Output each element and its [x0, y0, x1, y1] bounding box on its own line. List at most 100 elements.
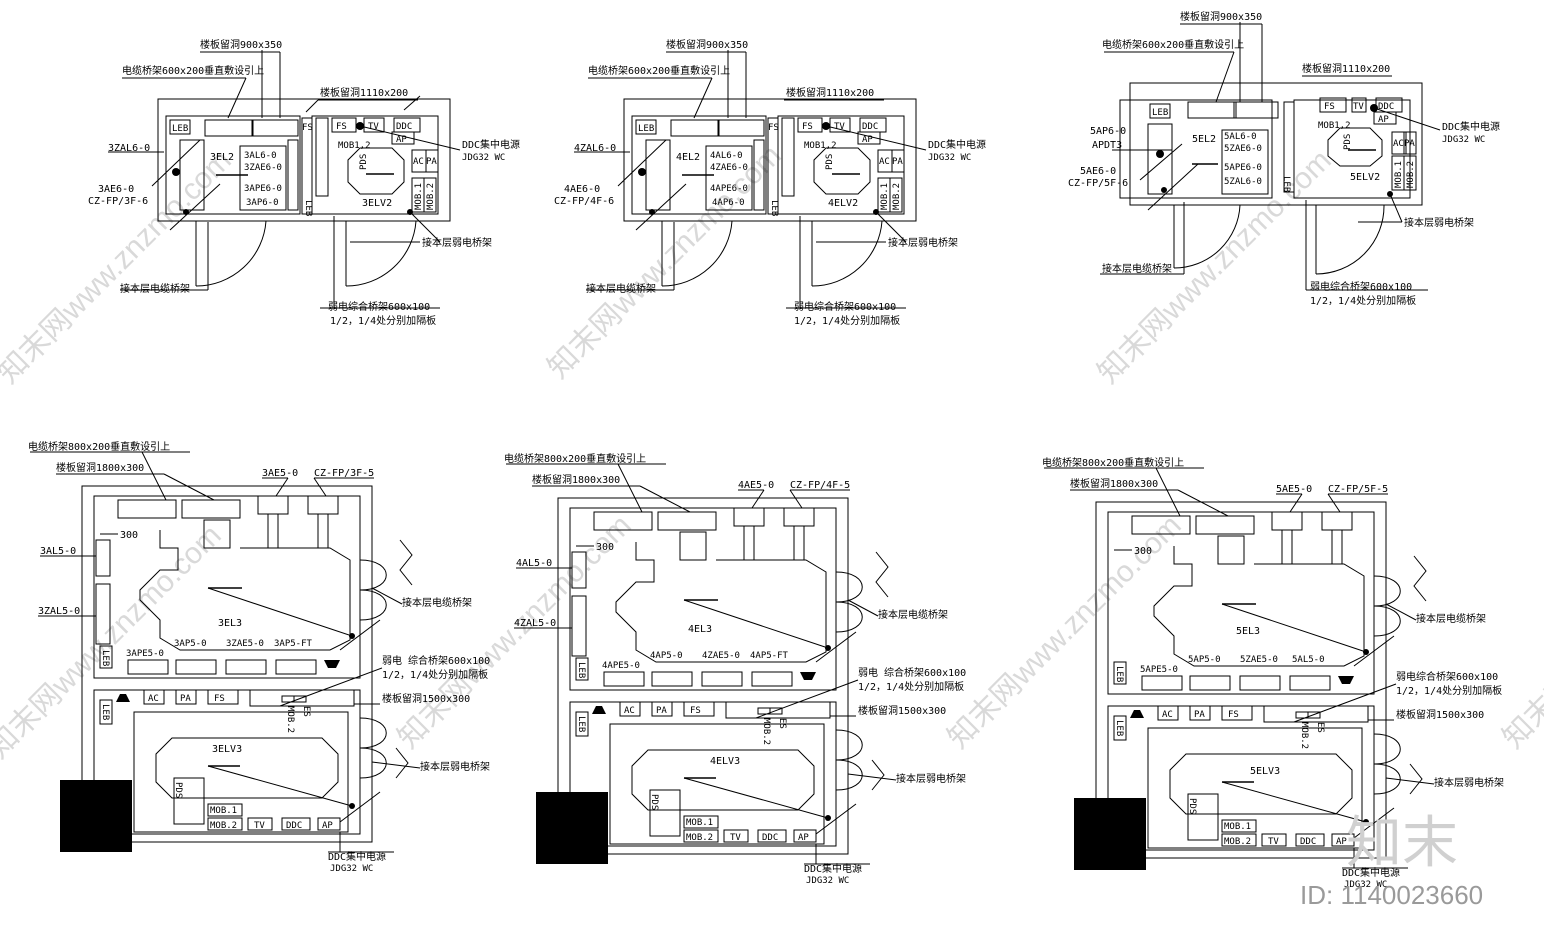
leader [1385, 603, 1417, 621]
slab-hole-weak-label: 楼板留洞1500x300 [858, 704, 946, 717]
leader [403, 95, 421, 111]
ap-b-label: AP [1336, 837, 1347, 847]
lamp-icon [592, 706, 606, 714]
ac-box [143, 689, 165, 705]
ap-label: AP [862, 135, 873, 145]
panel-label-1: 4AL6-0 [710, 151, 743, 161]
slab-hole-weak-label: 楼板留洞1500x300 [1396, 708, 1484, 721]
leader [169, 183, 221, 231]
slab-hole [657, 511, 717, 531]
slab-hole [717, 119, 765, 137]
leader [751, 489, 765, 509]
lower-plan-1: LEB 3EL3 3APE5-0 3AP5-0 3ZAE5-0 3AP5-FT … [28, 440, 490, 874]
weak-tray-label: 弱电综合桥架600x100 [328, 300, 430, 313]
upper-plan-1: LEB 3EL2 3AL6-0 3ZAE6-0 3APE6-0 3AP6-0 F… [88, 38, 520, 327]
mob2v-label: MOB.2 [285, 706, 295, 733]
ddc-power-label: DDC集中电源 [1442, 120, 1500, 133]
cable-tray-hole [1187, 101, 1237, 119]
cz-label: CZ-FP/4F-5 [790, 480, 850, 491]
leader [1215, 51, 1235, 103]
weak-tray-link-label: 接本层弱电桥架 [1434, 776, 1504, 789]
pds-label: PDS [649, 794, 659, 810]
pa-label: PA [426, 157, 437, 167]
le-label-2: LEB [1114, 720, 1124, 736]
room-el-label: 5EL3 [1236, 626, 1260, 637]
apft-box [275, 659, 317, 675]
cable-tray-hole [670, 119, 720, 137]
tv-box [363, 117, 385, 133]
ap-box [857, 131, 881, 145]
ape-box [127, 659, 169, 675]
zal-label: 3ZAL5-0 [38, 606, 80, 617]
le-label-2: LEB [576, 716, 586, 732]
cz-label: CZ-FP/3F-5 [314, 468, 374, 479]
leader [275, 477, 289, 497]
cz-box [307, 495, 339, 515]
panel-label-4: 3AP6-0 [246, 198, 279, 208]
partition-label: 1/2，1/4处分别加隔板 [858, 680, 964, 693]
box [1217, 535, 1245, 565]
fs-box [1319, 97, 1347, 113]
pds-box [1187, 793, 1219, 841]
ddc-label: DDC [862, 122, 878, 132]
outer-wall [557, 497, 849, 855]
le-box [575, 711, 589, 737]
left-zal-label: 4ZAL6-0 [574, 143, 616, 154]
ddc-power-label: DDC集中电源 [928, 138, 986, 151]
mob12-label: MOB1,2 [804, 141, 837, 151]
weak-tray-label: 弱电 综合桥架600x100 [382, 654, 490, 667]
column-block [536, 792, 608, 864]
fs-label: FS [690, 706, 701, 716]
upper-plan-2: LEB 4EL2 4AL6-0 4ZAE6-0 4APE6-0 4AP6-0 F… [554, 38, 986, 327]
leader [1147, 163, 1199, 211]
es-label: ES [1315, 722, 1325, 733]
lamp-icon [1338, 676, 1354, 684]
dim-label: 300 [120, 530, 138, 541]
pds-label: PDS [173, 782, 183, 798]
ac-box [1391, 131, 1407, 155]
mob1-label: MOB.1 [210, 806, 237, 816]
electric-room [93, 495, 361, 679]
tray-vertical [315, 117, 329, 197]
room-el-label: 4EL2 [676, 152, 700, 163]
zae-label: 5ZAE5-0 [1240, 655, 1278, 665]
pa-label: PA [656, 706, 667, 716]
electric-room [1119, 99, 1273, 199]
pds-label: PDS [1343, 134, 1353, 150]
ae-box [1271, 511, 1303, 531]
apdt-label: APDT3 [1092, 140, 1122, 151]
weak-inner [1147, 727, 1363, 849]
panel-label-1: 5AL6-0 [1224, 132, 1257, 142]
upper-plan-3: LEB 5EL2 5AL6-0 5ZAE6-0 5APE6-0 5ZAL6-0 … [1068, 10, 1500, 307]
mob2-box [889, 177, 903, 213]
leb-box [169, 119, 191, 135]
mob2-label: MOB.2 [1224, 837, 1251, 847]
leader [755, 679, 859, 719]
leader [1327, 493, 1341, 513]
le-box [99, 645, 113, 669]
mob1-box [207, 803, 243, 817]
le-label: LEB [303, 200, 313, 216]
left-ae-label: 4AE6-0 [564, 184, 600, 195]
column-block [60, 780, 132, 852]
leader [1177, 489, 1229, 517]
leader [789, 489, 803, 509]
tv-label: TV [368, 122, 379, 132]
ape-label: 5APE5-0 [1140, 665, 1178, 675]
ap-b-label: AP [798, 833, 809, 843]
apft-box [751, 671, 793, 687]
ddc-label: DDC [762, 833, 778, 843]
fs-label: FS [1228, 710, 1239, 720]
ddc-box [757, 829, 787, 843]
cz-box [783, 507, 815, 527]
room-elv-label: 3ELV3 [212, 744, 242, 755]
slab-hole [251, 119, 299, 137]
ap-label: AP [396, 135, 407, 145]
pds-label: PDS [359, 154, 369, 170]
mob2-box [423, 177, 437, 213]
slab-hole [1233, 101, 1279, 119]
panel-label-2: 3ZAE6-0 [244, 163, 282, 173]
terminal-dot [638, 168, 646, 176]
jdg-label: JDG32 WC [462, 153, 505, 163]
